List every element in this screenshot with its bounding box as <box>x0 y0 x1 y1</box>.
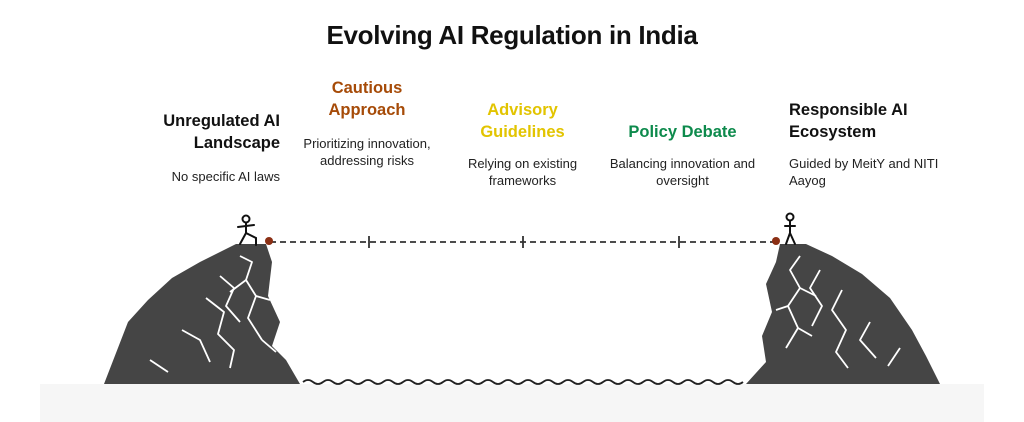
stage-description: Guided by MeitY and NITI Aayog <box>789 156 939 188</box>
left-rope-anchor-icon <box>265 237 273 245</box>
stage-cautious: Cautious Approach Prioritizing innovatio… <box>292 77 442 169</box>
stage-heading: Advisory Guidelines <box>480 101 565 141</box>
stage-unregulated: Unregulated AI Landscape No specific AI … <box>110 110 280 185</box>
left-cliff <box>104 244 300 384</box>
walking-person-icon <box>237 214 257 246</box>
stage-responsible: Responsible AI Ecosystem Guided by MeitY… <box>789 99 969 189</box>
stage-heading: Responsible AI Ecosystem <box>789 101 908 141</box>
rope <box>270 236 776 248</box>
stage-description: Balancing innovation and oversight <box>609 156 756 188</box>
stage-heading: Policy Debate <box>628 123 737 141</box>
water-waves <box>302 379 744 385</box>
right-rope-anchor-icon <box>772 237 780 245</box>
stage-policy-debate: Policy Debate Balancing innovation and o… <box>600 121 765 189</box>
ground-band <box>40 384 984 422</box>
stage-description: Prioritizing innovation, addressing risk… <box>303 136 431 168</box>
stage-description: Relying on existing frameworks <box>467 156 578 188</box>
diagram-title: Evolving AI Regulation in India <box>326 20 698 50</box>
stage-heading: Unregulated AI Landscape <box>163 112 280 152</box>
stage-advisory: Advisory Guidelines Relying on existing … <box>445 99 600 189</box>
right-cliff <box>746 244 940 384</box>
stage-heading: Cautious Approach <box>328 79 406 119</box>
stage-description: No specific AI laws <box>171 169 280 184</box>
standing-person-icon <box>784 212 796 245</box>
